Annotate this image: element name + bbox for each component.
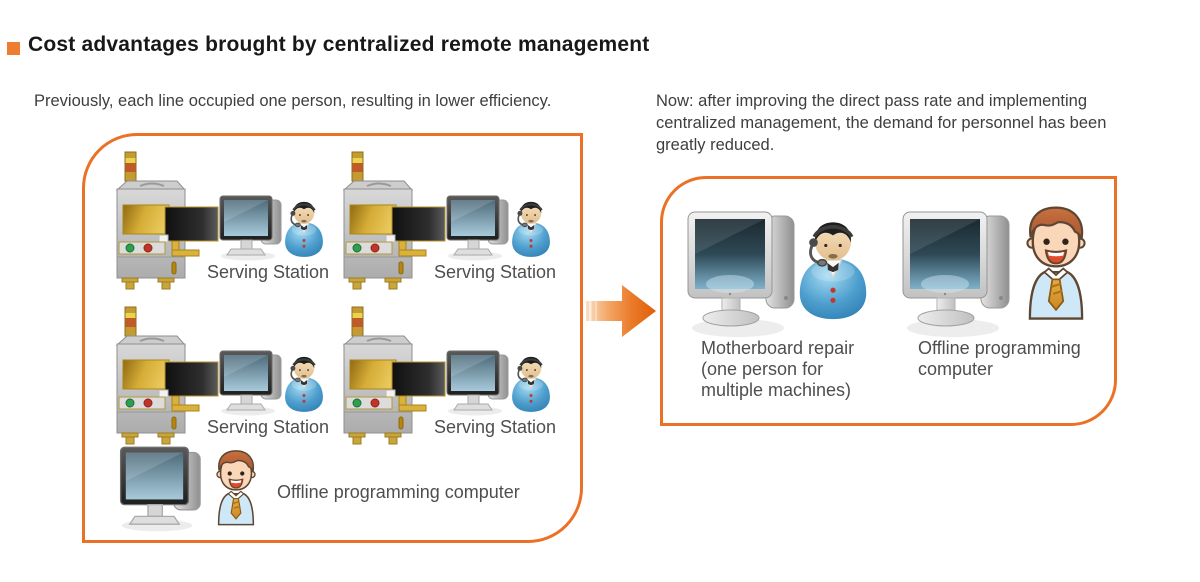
arrow-right-icon: [586, 285, 656, 337]
monitor-icon: [446, 195, 510, 261]
group-label: Motherboard repair (one person for multi…: [701, 338, 854, 401]
support-agent-icon: [508, 353, 554, 415]
offline-programming-group: Offline programming computer: [901, 210, 1126, 410]
station-label: Serving Station: [433, 262, 557, 282]
support-agent-icon: [792, 218, 874, 322]
programmer-icon: [209, 448, 263, 526]
offline-label: Offline programming computer: [277, 482, 520, 502]
label-line: (one person for: [701, 359, 824, 379]
monitor-icon: [219, 350, 283, 416]
serving-station-group: Serving Station: [342, 150, 592, 302]
before-caption: Previously, each line occupied one perso…: [34, 92, 552, 110]
monitor-icon: [901, 210, 1013, 340]
label-line: Offline programming: [918, 338, 1081, 358]
serving-station-group: Serving Station: [342, 305, 592, 457]
monitor-icon: [686, 210, 798, 340]
support-agent-icon: [281, 353, 327, 415]
programmer-icon: [1014, 204, 1098, 320]
serving-station-group: Serving Station: [115, 305, 365, 457]
monitor-icon: [446, 350, 510, 416]
after-caption: Now: after improving the direct pass rat…: [656, 92, 1107, 154]
monitor-icon: [115, 446, 207, 532]
station-label: Serving Station: [206, 417, 330, 437]
station-label: Serving Station: [206, 262, 330, 282]
square-bullet-icon: [7, 42, 20, 55]
label-line: computer: [918, 359, 994, 379]
label-line: multiple machines): [701, 380, 852, 400]
label-line: Motherboard repair: [701, 338, 855, 358]
group-label: Offline programming computer: [918, 338, 1081, 380]
serving-station-group: Serving Station: [115, 150, 365, 302]
motherboard-repair-group: Motherboard repair (one person for multi…: [686, 210, 911, 410]
support-agent-icon: [281, 198, 327, 260]
after-panel: Motherboard repair (one person for multi…: [660, 176, 1117, 426]
support-agent-icon: [508, 198, 554, 260]
offline-programming-group: Offline programming computer: [115, 446, 575, 538]
station-label: Serving Station: [433, 417, 557, 437]
monitor-icon: [219, 195, 283, 261]
before-panel: Serving Station Serving Station Serving …: [82, 133, 583, 543]
page-title: Cost advantages brought by centralized r…: [28, 33, 650, 56]
